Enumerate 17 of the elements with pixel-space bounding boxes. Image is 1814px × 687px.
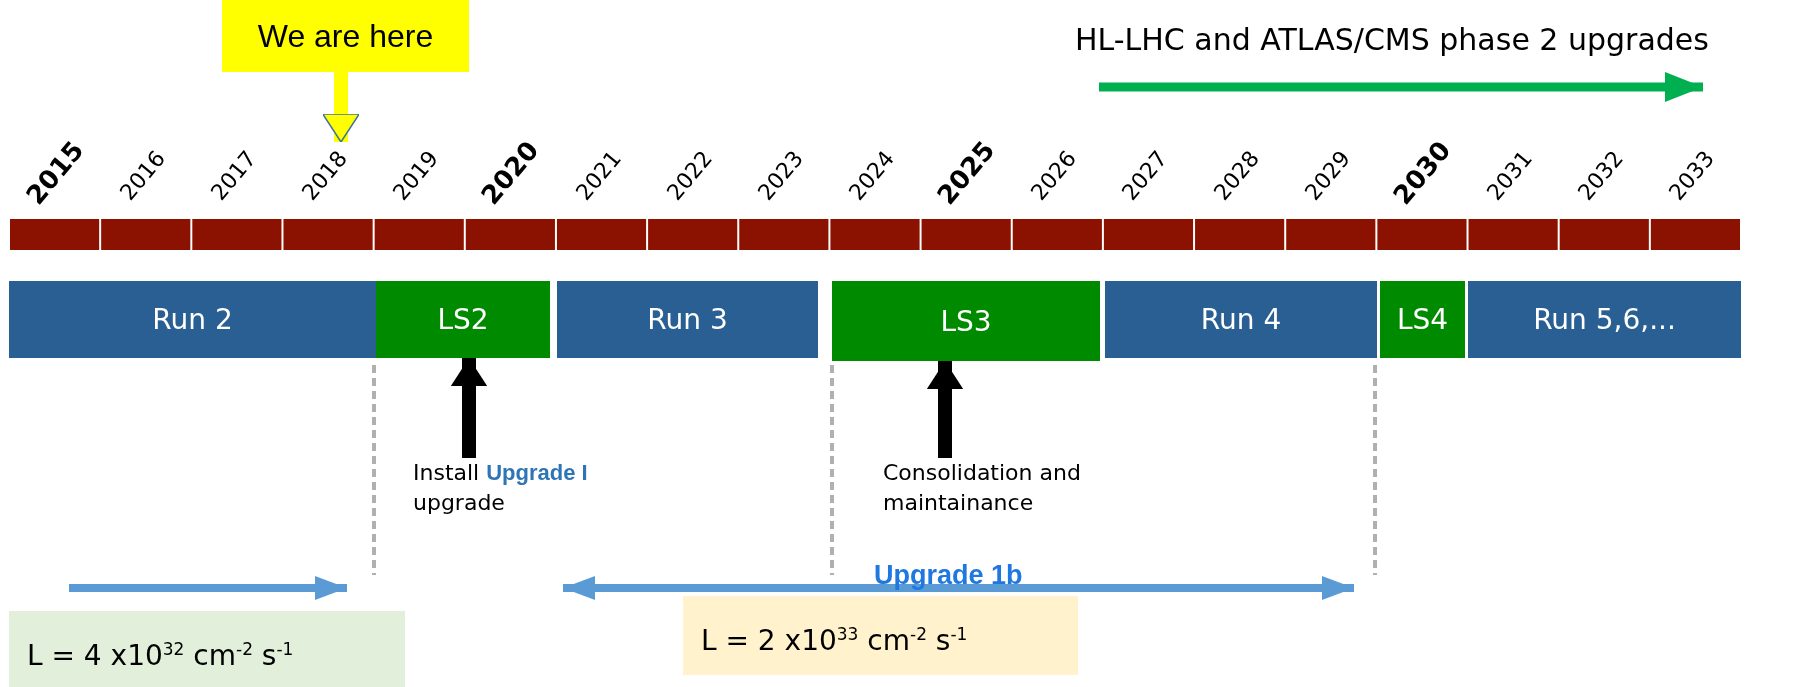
arrow bbox=[450, 358, 488, 458]
run-period-bar: Run 5,6,... bbox=[1468, 281, 1741, 358]
arrow bbox=[926, 361, 964, 458]
arrow bbox=[322, 72, 360, 143]
run-period-bar: Run 3 bbox=[557, 281, 818, 358]
run-period-bar: Run 4 bbox=[1105, 281, 1377, 358]
shutdown-period-bar: LS3 bbox=[832, 281, 1100, 361]
heading-text: HL-LHC and ATLAS/CMS phase 2 upgrades bbox=[1075, 22, 1709, 57]
shutdown-period-bar: LS2 bbox=[376, 281, 550, 358]
span-label: Upgrade 1b bbox=[874, 560, 1023, 591]
annotation-text: Consolidation and maintainance bbox=[883, 458, 1133, 544]
shutdown-period-bar: LS4 bbox=[1380, 281, 1465, 358]
luminosity-box: L = 4 x10$^{32}$ cm$^{-2}$ s$^{-1}$ bbox=[9, 611, 405, 687]
luminosity-box: L = 2 x10$^{33}$ cm$^{-2}$ s$^{-1}$ bbox=[683, 596, 1078, 675]
run-period-bar: Run 2 bbox=[9, 281, 376, 358]
annotation-text: Install Upgrade I upgrade bbox=[413, 458, 663, 544]
callout-box: We are here bbox=[222, 0, 469, 72]
